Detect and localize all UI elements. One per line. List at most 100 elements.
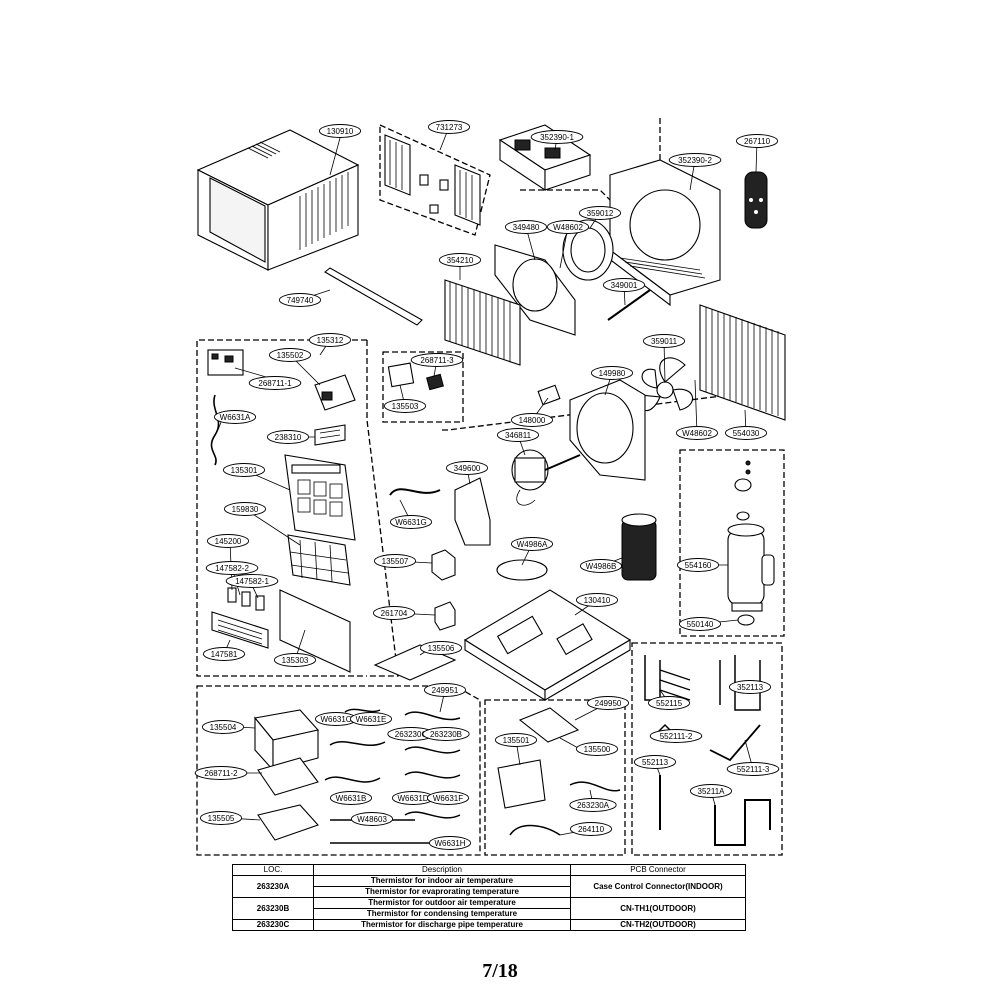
- part-number-text: 263230B: [430, 730, 462, 739]
- part-number-label: 359012: [578, 206, 622, 220]
- part-number-label: W6631F: [426, 791, 470, 805]
- part-number-callout: [372, 606, 416, 620]
- part-number-callout: [675, 426, 719, 440]
- part-number-text: 268711-2: [204, 769, 238, 778]
- legend-desc: Thermistor for evaprorating temperature: [313, 886, 571, 898]
- part-number-text: W48602: [553, 223, 583, 232]
- curtain-drawing: [384, 134, 481, 226]
- part-number-text: 552111-2: [660, 732, 693, 741]
- part-number-text: 749740: [287, 296, 314, 305]
- part-number-callout: [575, 593, 619, 607]
- part-number-callout: [602, 278, 646, 292]
- part-number-label: 238310: [266, 430, 310, 444]
- part-number-callout: [510, 413, 554, 427]
- part-number-callout: [510, 537, 554, 551]
- part-number-callout: [410, 353, 464, 367]
- part-number-callout: [199, 811, 243, 825]
- part-number-text: 130910: [327, 127, 354, 136]
- legend-row: 263230C Thermistor for discharge pipe te…: [232, 919, 746, 931]
- part-number-callout: [248, 376, 302, 390]
- part-number-label: W4986A: [510, 537, 554, 551]
- part-number-text: 264110: [578, 825, 605, 834]
- part-number-text: 147582-1: [235, 577, 269, 586]
- legend-header-row: LOC. Description PCB Connector: [232, 864, 746, 876]
- legend-pcb: CN-TH1(OUTDOOR): [570, 897, 746, 920]
- part-number-callout: [726, 762, 780, 776]
- part-number-text: W48603: [357, 815, 387, 824]
- part-number-text: W6631B: [336, 794, 367, 803]
- motor-mount-drawing: [454, 477, 491, 546]
- part-number-label: W6631H: [428, 836, 472, 850]
- part-number-label: 135504: [201, 720, 245, 734]
- part-number-label: 264110: [569, 822, 613, 836]
- part-number-label: 550140: [678, 617, 722, 631]
- part-number-text: 731273: [436, 123, 463, 132]
- part-number-label: 552113: [633, 755, 677, 769]
- part-number-callout: [202, 647, 246, 661]
- part-number-text: 550140: [687, 620, 714, 629]
- part-number-label: 148000: [510, 413, 554, 427]
- part-number-text: 130410: [584, 596, 611, 605]
- evaporator-drawing: [444, 279, 521, 366]
- part-number-callout: [569, 822, 613, 836]
- part-number-label: 263230A: [569, 798, 617, 812]
- orifice-drawing: [562, 219, 614, 281]
- part-number-label: 268711-2: [194, 766, 248, 780]
- rail-drawing: [324, 267, 423, 326]
- part-number-label: 135502: [268, 348, 312, 362]
- part-number-text: 135312: [317, 336, 344, 345]
- part-number-text: 145200: [215, 537, 242, 546]
- part-number-text: 359012: [587, 209, 614, 218]
- part-number-text: W4986A: [517, 540, 548, 549]
- part-number-callout: [268, 348, 312, 362]
- page-number: 7/18: [482, 960, 518, 982]
- part-number-callout: [349, 712, 393, 726]
- part-number-callout: [273, 653, 317, 667]
- part-number-callout: [590, 366, 634, 380]
- legend-row: 263230B Thermistor for outdoor air tempe…: [232, 897, 746, 920]
- part-number-label: W48602: [675, 426, 719, 440]
- part-number-text: 261704: [381, 609, 408, 618]
- part-number-text: 263230C: [395, 730, 428, 739]
- part-number-label: 352113: [728, 680, 772, 694]
- legend-loc: 263230C: [232, 919, 314, 931]
- part-number-text: 268711-3: [420, 356, 454, 365]
- filter-box-drawing: [498, 124, 592, 192]
- part-number-text: 35211A: [698, 787, 726, 796]
- part-number-text: 349600: [454, 464, 481, 473]
- part-number-label: 249951: [423, 683, 467, 697]
- part-number-label: 263230C: [387, 727, 435, 741]
- part-number-label: 147582-2: [205, 561, 259, 575]
- part-number-text: 349001: [611, 281, 638, 290]
- part-number-callout: [530, 130, 584, 144]
- part-number-text: 135506: [428, 644, 455, 653]
- legend-row: 263230A Thermistor for indoor air temper…: [232, 875, 746, 898]
- part-number-text: W6631F: [433, 794, 463, 803]
- part-number-label: 554030: [724, 426, 768, 440]
- part-number-label: 346811: [496, 428, 540, 442]
- part-number-text: 135301: [231, 466, 258, 475]
- legend-loc: 263230A: [232, 875, 314, 898]
- part-number-callout: [426, 791, 470, 805]
- part-number-callout: [428, 836, 472, 850]
- part-number-callout: [438, 253, 482, 267]
- part-number-text: 135500: [584, 745, 611, 754]
- component-drawings: [196, 124, 786, 846]
- part-number-text: 346811: [505, 431, 532, 440]
- part-number-text: 352390-2: [678, 156, 712, 165]
- part-number-text: 349480: [513, 223, 540, 232]
- legend-desc: Thermistor for condensing temperature: [313, 908, 571, 920]
- electrical-box-drawing: [253, 708, 461, 844]
- part-number-callout: [223, 502, 267, 516]
- base-pan-drawing: [463, 589, 632, 701]
- part-number-callout: [569, 798, 617, 812]
- part-number-label: 147582-1: [225, 574, 279, 588]
- part-number-callout: [728, 680, 772, 694]
- part-number-text: 554030: [733, 429, 760, 438]
- part-number-label: 261704: [372, 606, 416, 620]
- part-number-label: 552115: [647, 696, 691, 710]
- part-number-callout: [642, 334, 686, 348]
- part-number-callout: [546, 220, 590, 234]
- part-number-label: 159830: [223, 502, 267, 516]
- part-number-callout: [494, 733, 538, 747]
